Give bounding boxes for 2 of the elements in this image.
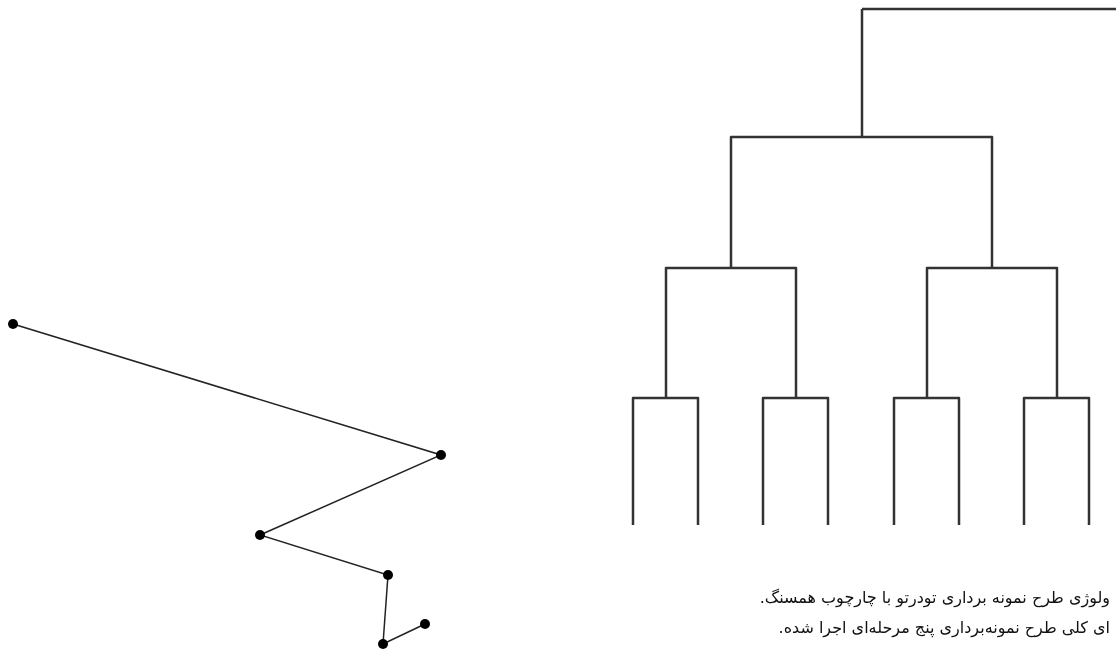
caption-text: ای کلی طرح نمونه‌برداری پنج مرحله‌ای اجرا شده. [777,617,1110,640]
caption-text: ولوژی طرح نمونه برداری تودرتو با چارچوب همسنگ. [758,587,1110,610]
